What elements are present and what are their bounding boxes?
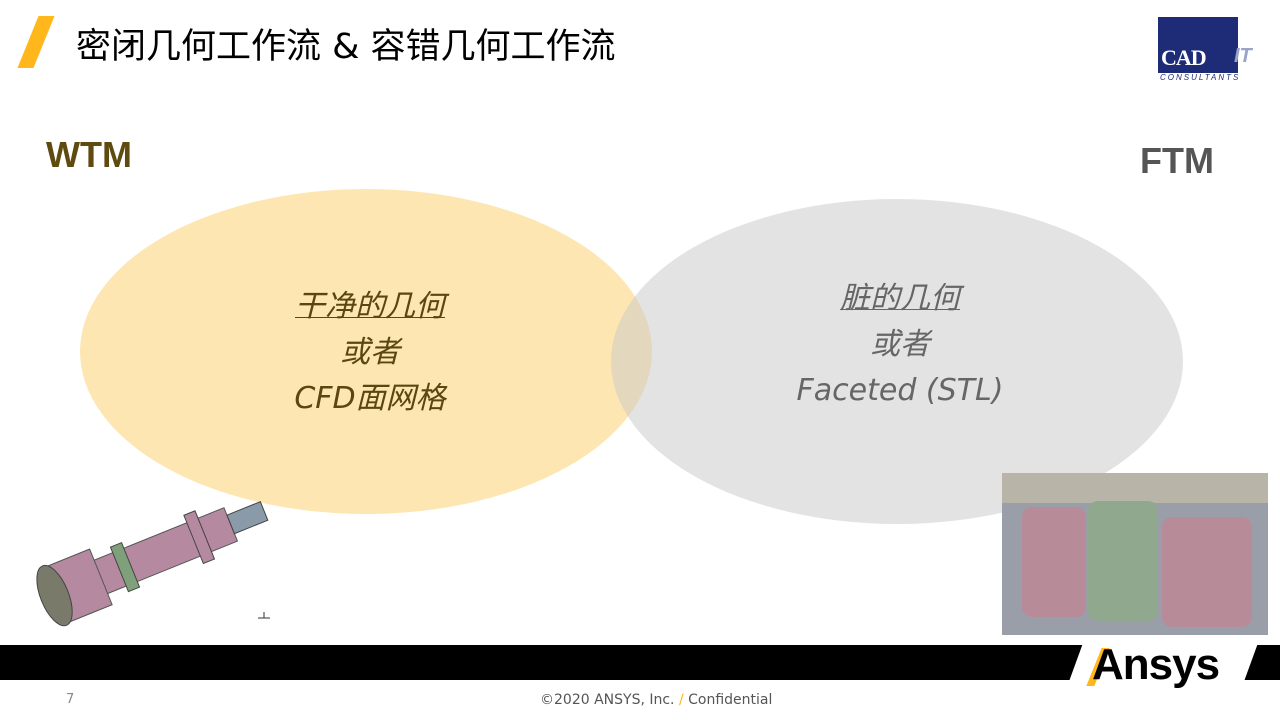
title-accent-bar bbox=[17, 16, 55, 68]
wtm-ellipse bbox=[80, 189, 652, 514]
page-number: 7 bbox=[66, 692, 75, 707]
cad-logo-text: CAD bbox=[1161, 45, 1207, 70]
cfd-mesh-text: CFD面网格 bbox=[294, 381, 446, 416]
ftm-ellipse bbox=[611, 199, 1183, 524]
dirty-geometry-text: 脏的几何 bbox=[840, 281, 960, 316]
cad-it-logo: CAD IT CONSULTANTS bbox=[1158, 17, 1266, 83]
nozzle-mesh-image bbox=[36, 501, 270, 627]
or-text: 或者 bbox=[340, 335, 400, 370]
wtm-description: 干净的几何 或者 CFD面网格 bbox=[220, 284, 520, 422]
copyright-text: ©2020 ANSYS, Inc. bbox=[540, 692, 675, 708]
cabin-seats-mesh-image bbox=[1002, 473, 1268, 635]
ftm-description: 脏的几何 或者 Faceted (STL) bbox=[750, 276, 1050, 414]
consultants-text: CONSULTANTS bbox=[1160, 73, 1241, 82]
copyright-slash: / bbox=[678, 692, 684, 708]
wtm-label: WTM bbox=[46, 134, 132, 175]
ansys-logo: Ansys bbox=[1092, 640, 1220, 689]
footer-bar bbox=[0, 645, 1280, 680]
slide-title: 密闭几何工作流 & 容错几何工作流 bbox=[76, 27, 616, 67]
it-logo-text: IT bbox=[1234, 45, 1252, 67]
or-text: 或者 bbox=[870, 327, 930, 362]
confidential-text: Confidential bbox=[688, 692, 773, 708]
faceted-stl-text: Faceted (STL) bbox=[796, 373, 1004, 408]
ftm-label: FTM bbox=[1140, 140, 1214, 181]
clean-geometry-text: 干净的几何 bbox=[295, 289, 445, 324]
copyright: ©2020 ANSYS, Inc. / Confidential bbox=[540, 692, 772, 708]
